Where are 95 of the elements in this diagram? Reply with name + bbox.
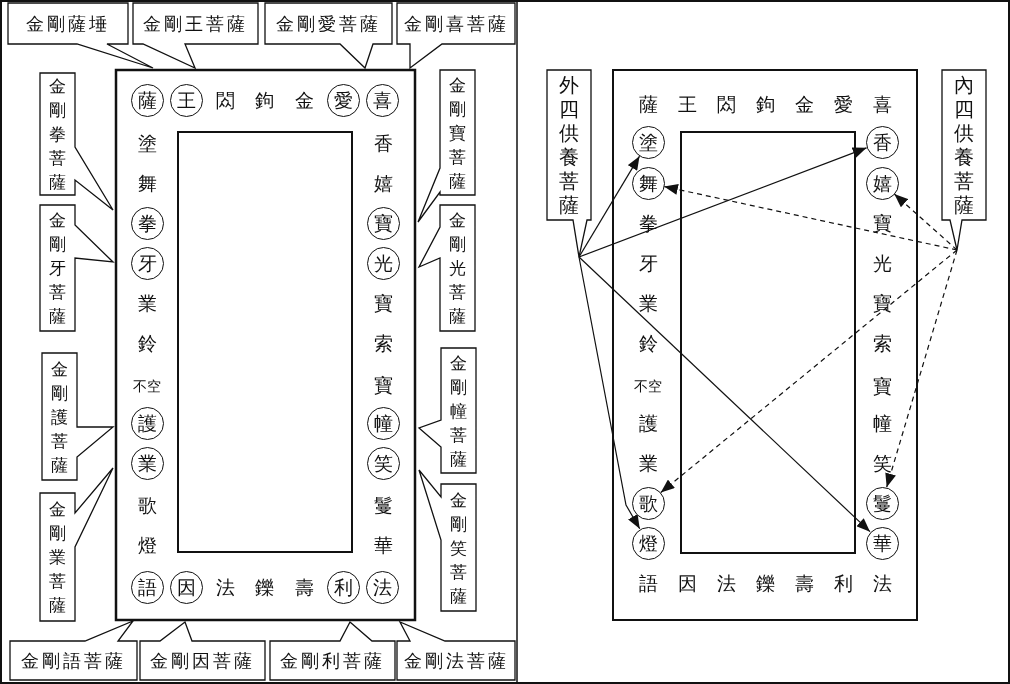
circled-character: 利 (327, 570, 361, 604)
character: 喜 (872, 94, 892, 114)
character: 不空 (133, 379, 161, 393)
circled-character: 喜 (366, 83, 400, 117)
circled-character: 牙 (130, 246, 164, 280)
callout-box: 內四供養菩薩 (942, 70, 986, 250)
arrow (578, 155, 641, 258)
character: 愛 (833, 94, 853, 114)
character: 光 (872, 253, 892, 273)
circled-character: 嬉 (865, 166, 899, 200)
callout-box: 金剛護菩薩 (42, 353, 113, 480)
callout-box: 金剛利菩薩 (270, 622, 395, 680)
circled-character: 語 (130, 570, 164, 604)
arrow (578, 256, 641, 530)
character: 閦 (716, 94, 736, 114)
circled-character: 光 (366, 246, 400, 280)
callout-box: 金剛光菩薩 (419, 205, 475, 331)
character: 壽 (294, 577, 314, 597)
circled-character: 舞 (631, 166, 665, 200)
callout-box: 金剛法菩薩 (397, 622, 515, 680)
callout-box: 金剛喜菩薩 (397, 3, 515, 68)
arrow (578, 147, 868, 258)
character: 鑠 (255, 577, 275, 597)
character: 法 (716, 573, 736, 593)
callout-box: 金剛幢菩薩 (419, 348, 476, 473)
character: 幢 (872, 413, 892, 433)
character: 薩 (638, 94, 658, 114)
character: 業 (638, 293, 658, 313)
character: 拳 (638, 213, 658, 233)
character: 利 (833, 573, 853, 593)
character: 舞 (137, 173, 157, 193)
circled-character: 愛 (327, 83, 361, 117)
callout-box: 外四供養菩薩 (547, 70, 591, 257)
character: 因 (677, 573, 697, 593)
circled-character: 歌 (631, 486, 665, 520)
circled-character: 幢 (366, 406, 400, 440)
circled-character: 華 (865, 526, 899, 560)
character: 語 (638, 573, 658, 593)
circled-character: 業 (130, 446, 164, 480)
character: 寶 (373, 375, 393, 395)
character: 塗 (137, 133, 157, 153)
callout-box: 金剛因菩薩 (140, 622, 265, 680)
character: 金 (794, 94, 814, 114)
character: 索 (872, 333, 892, 353)
circled-character: 塗 (631, 125, 665, 159)
character: 鉤 (255, 90, 275, 110)
character: 鈴 (137, 333, 157, 353)
character: 嬉 (373, 173, 393, 193)
dashed-arrow (885, 249, 958, 488)
dashed-arrow (660, 249, 958, 494)
character: 寶 (872, 213, 892, 233)
character: 壽 (794, 573, 814, 593)
character: 業 (638, 453, 658, 473)
circled-character: 薩 (130, 83, 164, 117)
character: 歌 (137, 495, 157, 515)
dashed-arrow (663, 184, 958, 251)
dashed-arrow (893, 193, 958, 251)
circled-character: 燈 (631, 526, 665, 560)
character: 護 (638, 413, 658, 433)
callout-box: 金剛拳菩薩 (40, 73, 113, 210)
callout-box: 金剛牙菩薩 (40, 205, 113, 331)
character: 不空 (634, 379, 662, 393)
callout-box: 金剛語菩薩 (10, 621, 137, 680)
character: 索 (373, 333, 393, 353)
character: 華 (373, 535, 393, 555)
circled-character: 鬘 (865, 486, 899, 520)
character: 金 (294, 90, 314, 110)
callout-box: 金剛愛菩薩 (265, 3, 392, 68)
character: 寶 (872, 293, 892, 313)
character: 鬘 (373, 495, 393, 515)
circled-character: 笑 (366, 446, 400, 480)
character: 燈 (137, 535, 157, 555)
character: 閦 (216, 90, 236, 110)
character: 寶 (373, 293, 393, 313)
circled-character: 拳 (130, 206, 164, 240)
character: 鑠 (755, 573, 775, 593)
character: 牙 (638, 253, 658, 273)
callout-box: 金剛笑菩薩 (419, 470, 476, 611)
character: 王 (677, 94, 697, 114)
circled-character: 護 (130, 406, 164, 440)
character: 鉤 (755, 94, 775, 114)
character: 寶 (872, 376, 892, 396)
circled-character: 寶 (366, 206, 400, 240)
character: 香 (373, 133, 393, 153)
character: 法 (216, 577, 236, 597)
circled-character: 香 (865, 125, 899, 159)
circled-character: 法 (366, 570, 400, 604)
character: 鈴 (638, 333, 658, 353)
character: 業 (137, 293, 157, 313)
character: 法 (872, 573, 892, 593)
circled-character: 因 (169, 570, 203, 604)
character: 笑 (872, 453, 892, 473)
callout-box: 金剛王菩薩 (133, 3, 258, 68)
circled-character: 王 (169, 83, 203, 117)
arrow (578, 256, 871, 533)
